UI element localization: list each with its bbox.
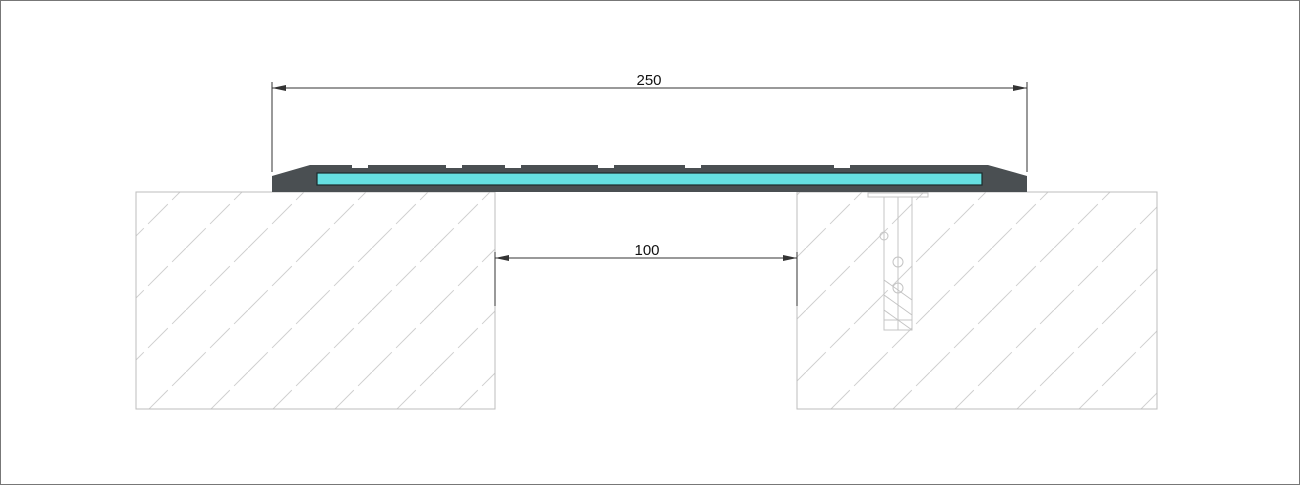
overall-width-dimension: 250	[271, 72, 1028, 172]
cover-profile	[272, 165, 1027, 192]
gap-width-label: 100	[634, 242, 659, 259]
overall-width-label: 250	[636, 72, 661, 89]
left-concrete-block	[135, 191, 496, 410]
right-concrete-block	[796, 191, 1158, 410]
gap-width-dimension: 100	[494, 242, 798, 306]
luminous-insert	[316, 172, 983, 186]
